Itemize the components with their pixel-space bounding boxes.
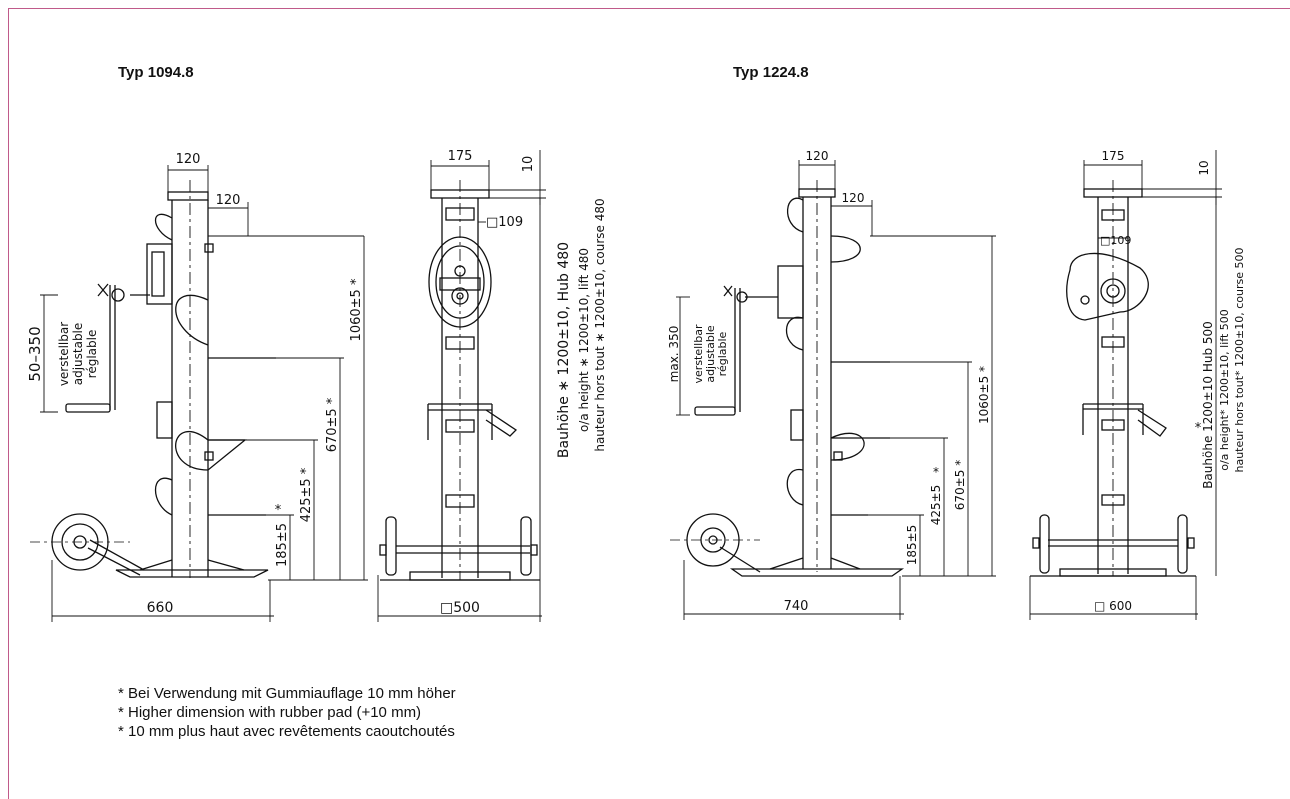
right-side-view	[670, 180, 905, 577]
page-frame	[8, 8, 1290, 799]
label-adjust-de: verstellbar	[57, 322, 71, 386]
footnote-de: * Bei Verwendung mit Gummiauflage 10 mm …	[118, 685, 456, 702]
title-typ-1224: Typ 1224.8	[733, 64, 809, 81]
dim-670: 670±5 *	[325, 397, 340, 452]
dim-plate-thickness: 10	[521, 156, 536, 173]
label-height-en: o/a height ∗ 1200±10, lift 480	[577, 248, 591, 432]
dim-425-2: 425±5	[929, 485, 943, 526]
dim-bracket-width: 120	[216, 193, 241, 208]
left-front-view	[379, 180, 540, 581]
right-front-view	[1030, 180, 1196, 577]
label-height-de-2: Bauhöhe 1200±10 Hub 500	[1201, 321, 1215, 489]
label-adjust-fr-2: réglable	[716, 331, 729, 376]
dim-adjust-range: 50–350	[26, 326, 44, 381]
label-adjust-en: adjustable	[71, 323, 85, 386]
dim-base-width-2: 740	[784, 599, 809, 614]
dim-425: 425±5 *	[299, 467, 314, 522]
dim-plate-width: 175	[448, 149, 473, 164]
dim-tube-size-2: □109	[1100, 234, 1131, 247]
label-height-de: Bauhöhe ∗ 1200±10, Hub 480	[556, 242, 572, 458]
left-front-dimensions	[377, 150, 546, 622]
dim-670-2: 670±5 *	[953, 460, 967, 510]
dim-1060-2: 1060±5 *	[977, 366, 991, 424]
left-side-view	[30, 180, 276, 578]
dim-425-star-2: *	[933, 465, 939, 479]
right-front-dimensions	[1029, 150, 1222, 620]
label-height-en-2: o/a height* 1200±10, lift 500	[1218, 309, 1231, 471]
dim-top-width-2: 120	[806, 149, 829, 163]
dim-plate-thickness-2: 10	[1197, 160, 1211, 175]
dim-base-size-2: □ 600	[1094, 599, 1132, 613]
footnotes: * Bei Verwendung mit Gummiauflage 10 mm …	[118, 684, 456, 741]
title-typ-1094: Typ 1094.8	[118, 64, 194, 81]
label-adjust-en-2: adjustable	[704, 325, 717, 383]
dim-base-width: 660	[147, 600, 174, 616]
label-adjust-fr: réglable	[85, 330, 99, 379]
label-height-de-star-2: *	[1195, 421, 1202, 436]
dim-1060: 1060±5 *	[349, 278, 364, 341]
dim-bracket-width-2: 120	[842, 191, 865, 205]
dim-185-star: *	[275, 503, 282, 518]
footnote-en: * Higher dimension with rubber pad (+10 …	[118, 704, 422, 721]
dim-base-size: □500	[440, 600, 480, 616]
right-side-dimensions	[676, 160, 996, 620]
dim-185: 185±5	[275, 523, 290, 567]
label-height-fr-2: hauteur hors tout* 1200±10, course 500	[1233, 248, 1246, 473]
dim-top-width: 120	[176, 152, 201, 167]
label-height-fr: hauteur hors tout ∗ 1200±10, course 480	[593, 198, 607, 451]
footnote-fr: * 10 mm plus haut avec revêtements caout…	[118, 723, 455, 740]
left-side-dimensions	[40, 165, 368, 622]
dim-plate-width-2: 175	[1102, 149, 1125, 163]
dim-tube-size: □109	[486, 215, 523, 230]
label-adjust-de-2: verstellbar	[692, 324, 705, 383]
dim-adjust-range-2: max. 350	[667, 326, 681, 383]
dim-185-2: 185±5	[905, 525, 919, 566]
